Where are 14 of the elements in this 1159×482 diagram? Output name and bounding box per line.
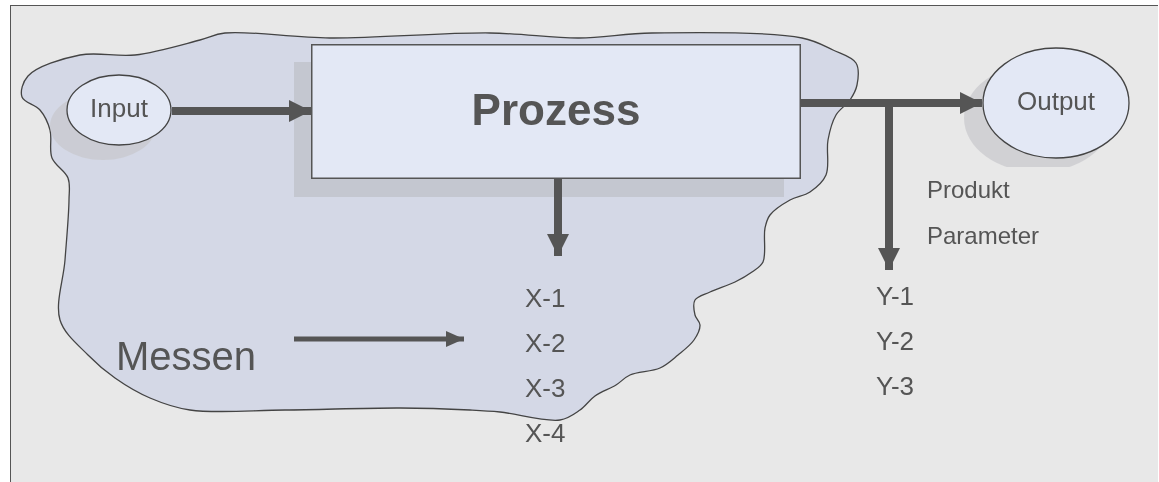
node-label: Input [90, 92, 148, 124]
cloud-shape [20, 30, 860, 422]
parameter-label: X-3 [525, 372, 566, 405]
parameter-label: X-1 [525, 282, 566, 315]
parameter-label: Y-2 [876, 325, 915, 358]
parameter-label: Y-3 [876, 370, 915, 403]
arrow [172, 100, 311, 122]
node-label: Prozess [471, 84, 641, 134]
parameter-label: Y-1 [876, 280, 915, 313]
bare-label: Messen [116, 334, 257, 379]
node-label: Output [1016, 85, 1096, 117]
parameter-label: X-2 [525, 327, 566, 360]
parameter-label: X-4 [525, 417, 566, 450]
arrow [294, 331, 464, 347]
